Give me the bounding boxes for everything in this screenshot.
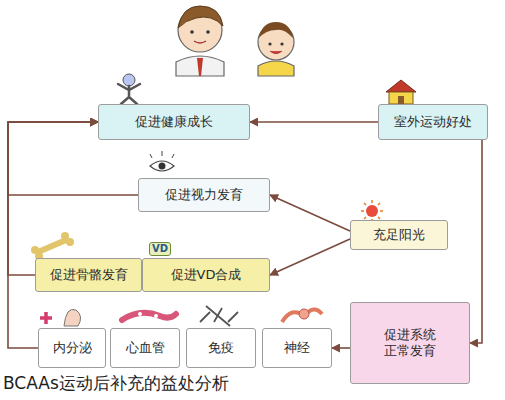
system-item-box: 免疫: [186, 328, 256, 368]
immune-icon: [200, 306, 238, 326]
box-label: 促进健康成长: [135, 114, 213, 130]
source-box: 室外运动好处: [378, 104, 488, 140]
system-box: 促进系统正常发育: [350, 302, 470, 384]
house-icon: [386, 80, 416, 104]
system-item-box: 心血管: [110, 328, 180, 368]
vessel-icon: [122, 312, 176, 320]
flow-arrow: [270, 239, 350, 275]
child-figure: [258, 22, 294, 76]
flow-arrow: [270, 195, 350, 231]
box-label: 神经: [284, 340, 310, 356]
flow-arrow: [8, 122, 98, 348]
box-label: 免疫: [208, 340, 234, 356]
bone-icon: [31, 232, 74, 260]
system-item-box: 内分泌: [38, 328, 106, 368]
box-label: 促进VD合成: [171, 267, 242, 283]
sun-box: 充足阳光: [350, 220, 448, 250]
box-label: 充足阳光: [373, 227, 425, 243]
benefit-box: 促进骨骼发育: [35, 258, 142, 292]
system-item-box: 神经: [262, 328, 332, 368]
sun-icon: [361, 200, 383, 222]
flow-arrow: [332, 347, 350, 349]
box-label: 促进视力发育: [165, 187, 243, 203]
icon-label: VD: [149, 242, 171, 256]
caption: BCAAs运动后补充的益处分析: [0, 372, 232, 394]
box-label: 促进骨骼发育: [50, 267, 128, 283]
nerve-icon: [282, 309, 322, 322]
person-icon: [118, 74, 140, 104]
flow-arrow: [8, 122, 98, 275]
box-label: 心血管: [126, 340, 165, 356]
flow-arrow: [470, 140, 482, 343]
benefit-box: 促进视力发育: [138, 178, 270, 212]
benefit-box: 促进VD合成: [142, 258, 270, 292]
box-label: 室外运动好处: [394, 114, 472, 130]
box-label: 内分泌: [53, 340, 92, 356]
box-label: 促进系统正常发育: [380, 327, 440, 360]
goal-box: 促进健康成长: [98, 104, 250, 140]
endocrine-icon: [40, 309, 81, 326]
eye-icon: [150, 151, 174, 171]
boy-figure: [176, 6, 224, 76]
flow-arrow: [250, 121, 378, 123]
